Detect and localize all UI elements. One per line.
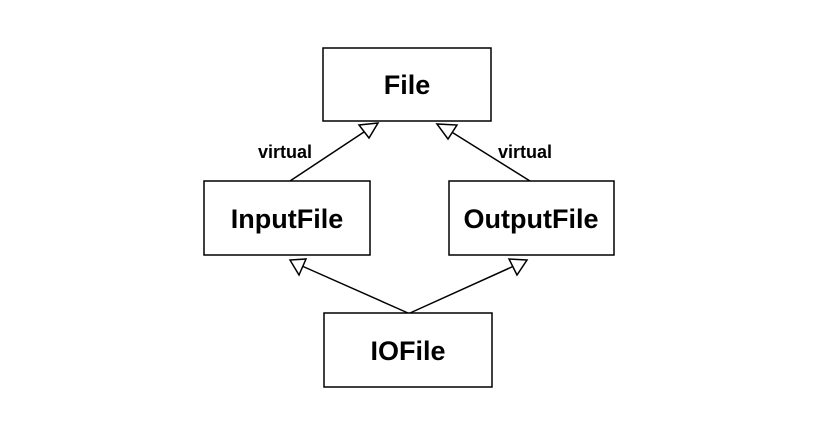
node-io-file-box — [323, 312, 493, 388]
node-input-file-box — [203, 180, 371, 256]
edge-output-to-file — [435, 123, 531, 182]
node-output-file-box — [448, 180, 615, 256]
edge-io-to-input — [288, 258, 409, 314]
node-input-file: InputFile — [203, 180, 371, 256]
node-file: File — [322, 47, 492, 122]
edge-io-to-output — [409, 258, 529, 314]
node-io-file: IOFile — [323, 312, 493, 388]
node-input-file-label: InputFile — [231, 204, 343, 234]
node-file-box — [322, 47, 492, 122]
edge-label-output-virtual: virtual — [498, 142, 552, 162]
edge-output-to-file-line — [449, 130, 531, 182]
edge-io-to-output-line — [409, 265, 515, 314]
edge-io-to-input-arrowhead — [288, 258, 308, 277]
node-io-file-label: IOFile — [370, 336, 445, 366]
node-file-label: File — [384, 70, 431, 100]
node-output-file: OutputFile — [448, 180, 615, 256]
edge-io-to-output-arrowhead — [507, 258, 529, 277]
edge-output-to-file-arrowhead — [435, 123, 459, 141]
edge-io-to-input-line — [301, 265, 409, 314]
edge-label-input-virtual: virtual — [258, 142, 312, 162]
edge-input-to-file — [289, 122, 380, 182]
edge-input-to-file-line — [289, 129, 368, 182]
edge-input-to-file-arrowhead — [357, 122, 380, 140]
node-output-file-label: OutputFile — [464, 204, 599, 234]
